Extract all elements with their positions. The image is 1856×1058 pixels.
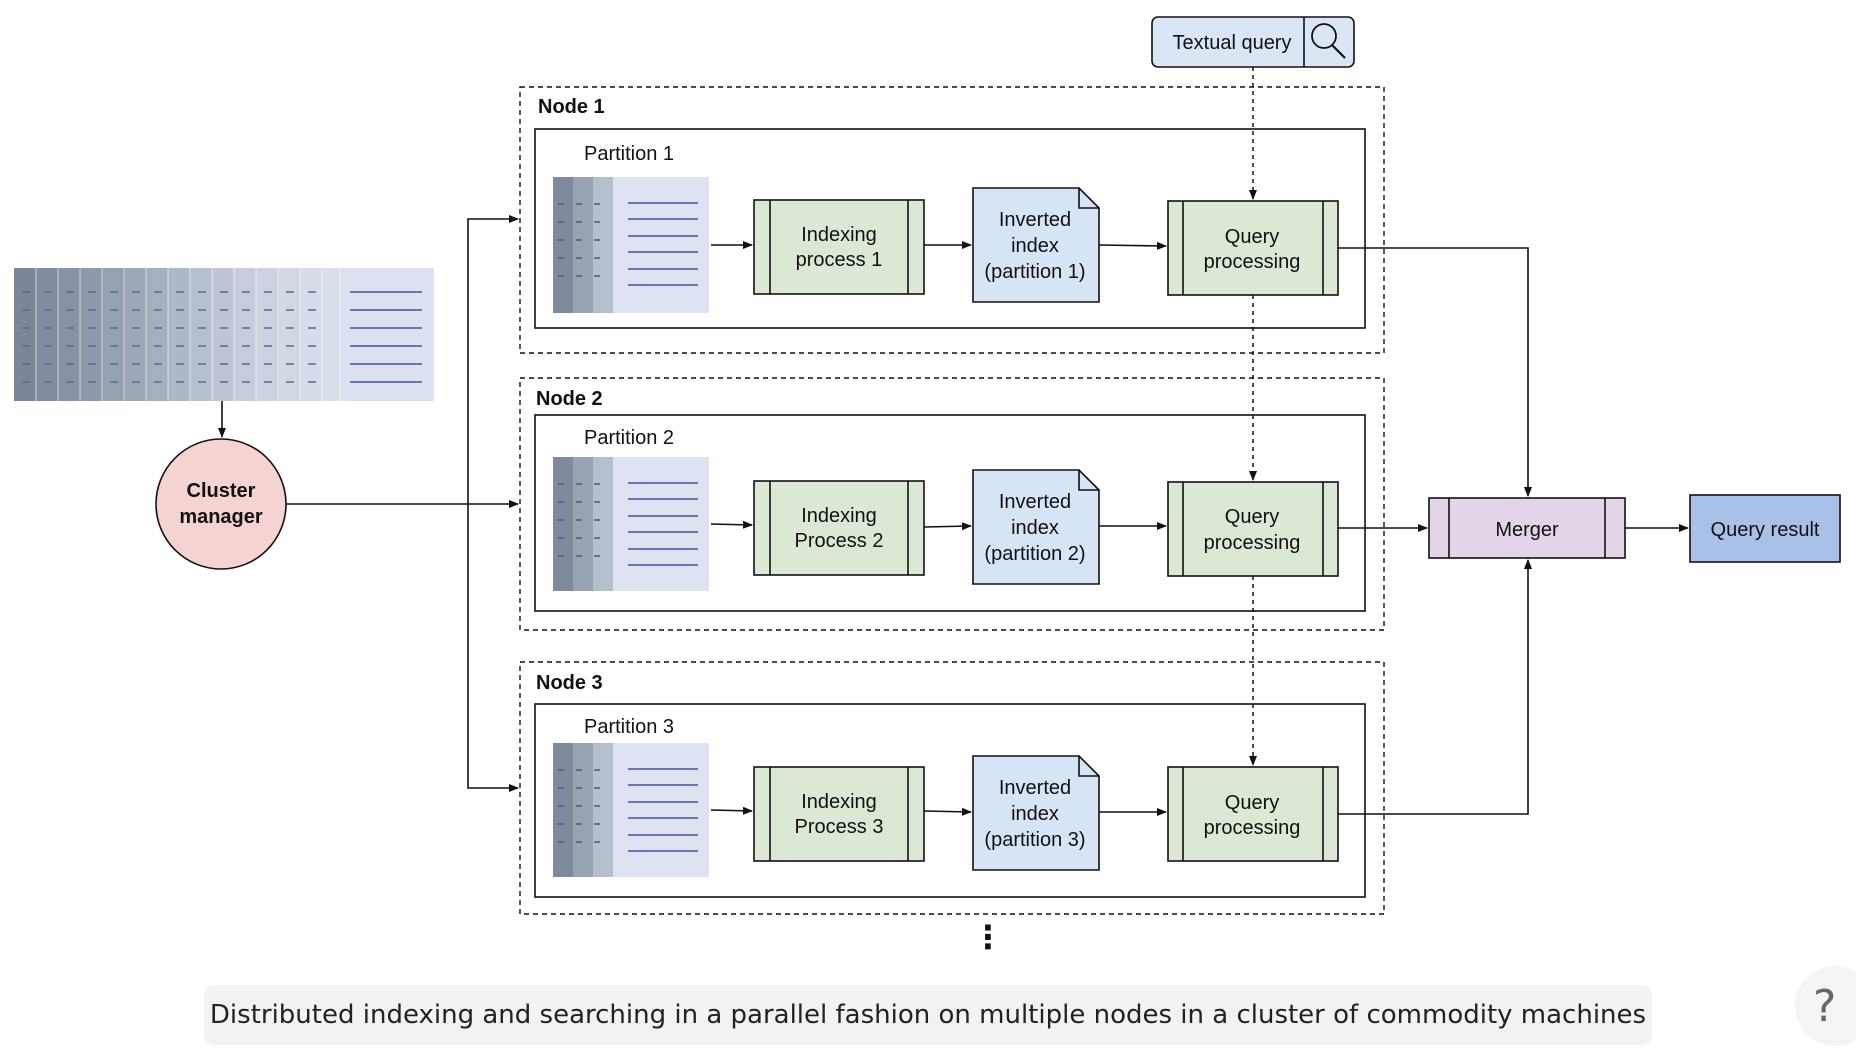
indexing-process: Indexing process 1 (753, 199, 925, 295)
index-label-2: index (1011, 803, 1059, 825)
textual-query-label: Textual query (1173, 32, 1292, 54)
partition-documents-icon (553, 177, 709, 313)
cluster-manager-label-2: manager (179, 506, 263, 528)
help-button[interactable]: ? (1795, 966, 1856, 1046)
index-label-1: Inverted (999, 209, 1071, 231)
merge-connectors (1338, 247, 1689, 815)
query-label-2: processing (1204, 532, 1301, 554)
indexing-label-1: Indexing (801, 791, 877, 813)
query-label-2: processing (1204, 251, 1301, 273)
figure-caption: Distributed indexing and searching in a … (204, 985, 1652, 1045)
indexing-label-1: Indexing (801, 505, 877, 527)
query-processing: Query processing (1167, 766, 1339, 862)
caption-text: Distributed indexing and searching in a … (209, 1000, 1647, 1030)
cluster-manager-node: Cluster manager (155, 438, 287, 570)
index-label-2: index (1011, 517, 1059, 539)
cluster-manager-label-1: Cluster (187, 480, 256, 502)
partition-label: Partition 2 (584, 427, 674, 449)
query-processing: Query processing (1167, 200, 1339, 296)
index-label-3: (partition 2) (984, 543, 1085, 565)
node-title: Node 3 (536, 672, 603, 694)
indexing-process: Indexing Process 3 (753, 766, 925, 862)
index-label-1: Inverted (999, 777, 1071, 799)
partition-label: Partition 3 (584, 716, 674, 738)
indexing-label-2: Process 3 (795, 816, 884, 838)
search-icon[interactable] (1311, 23, 1346, 59)
query-label-1: Query (1225, 792, 1279, 814)
indexing-label-2: Process 2 (795, 530, 884, 552)
merger-process: Merger (1428, 497, 1626, 559)
help-icon: ? (1813, 980, 1837, 1032)
query-processing: Query processing (1167, 481, 1339, 577)
document-collection-icon (14, 268, 434, 401)
node-3: Node 3 Partition 3 Indexing Proce (519, 661, 1385, 915)
indexing-process: Indexing Process 2 (753, 480, 925, 576)
node-2: Node 2 Partition 2 Indexing Proce (519, 377, 1385, 631)
inverted-index-document: Inverted index (partition 3) (972, 755, 1100, 871)
partition-label: Partition 1 (584, 143, 674, 165)
more-nodes-ellipsis: ⋮ (972, 918, 1004, 956)
merger-label: Merger (1495, 519, 1559, 541)
inverted-index-document: Inverted index (partition 2) (972, 469, 1100, 585)
query-result-box: Query result (1689, 494, 1841, 563)
node-title: Node 2 (536, 388, 603, 410)
indexing-label-2: process 1 (796, 249, 883, 271)
query-result-label: Query result (1711, 519, 1820, 541)
index-label-1: Inverted (999, 491, 1071, 513)
index-label-3: (partition 3) (984, 829, 1085, 851)
partition-documents-icon (553, 743, 709, 877)
query-label-1: Query (1225, 226, 1279, 248)
indexing-label-1: Indexing (801, 224, 877, 246)
inverted-index-document: Inverted index (partition 1) (972, 187, 1100, 303)
textual-query-input[interactable]: Textual query (1151, 16, 1355, 68)
query-label-1: Query (1225, 506, 1279, 528)
node-title: Node 1 (538, 96, 605, 118)
partition-documents-icon (553, 457, 709, 591)
index-label-3: (partition 1) (984, 261, 1085, 283)
query-label-2: processing (1204, 817, 1301, 839)
node-1: Node 1 Partition 1 Indexing proce (519, 86, 1385, 354)
index-label-2: index (1011, 235, 1059, 257)
distribution-connectors (218, 215, 519, 792)
